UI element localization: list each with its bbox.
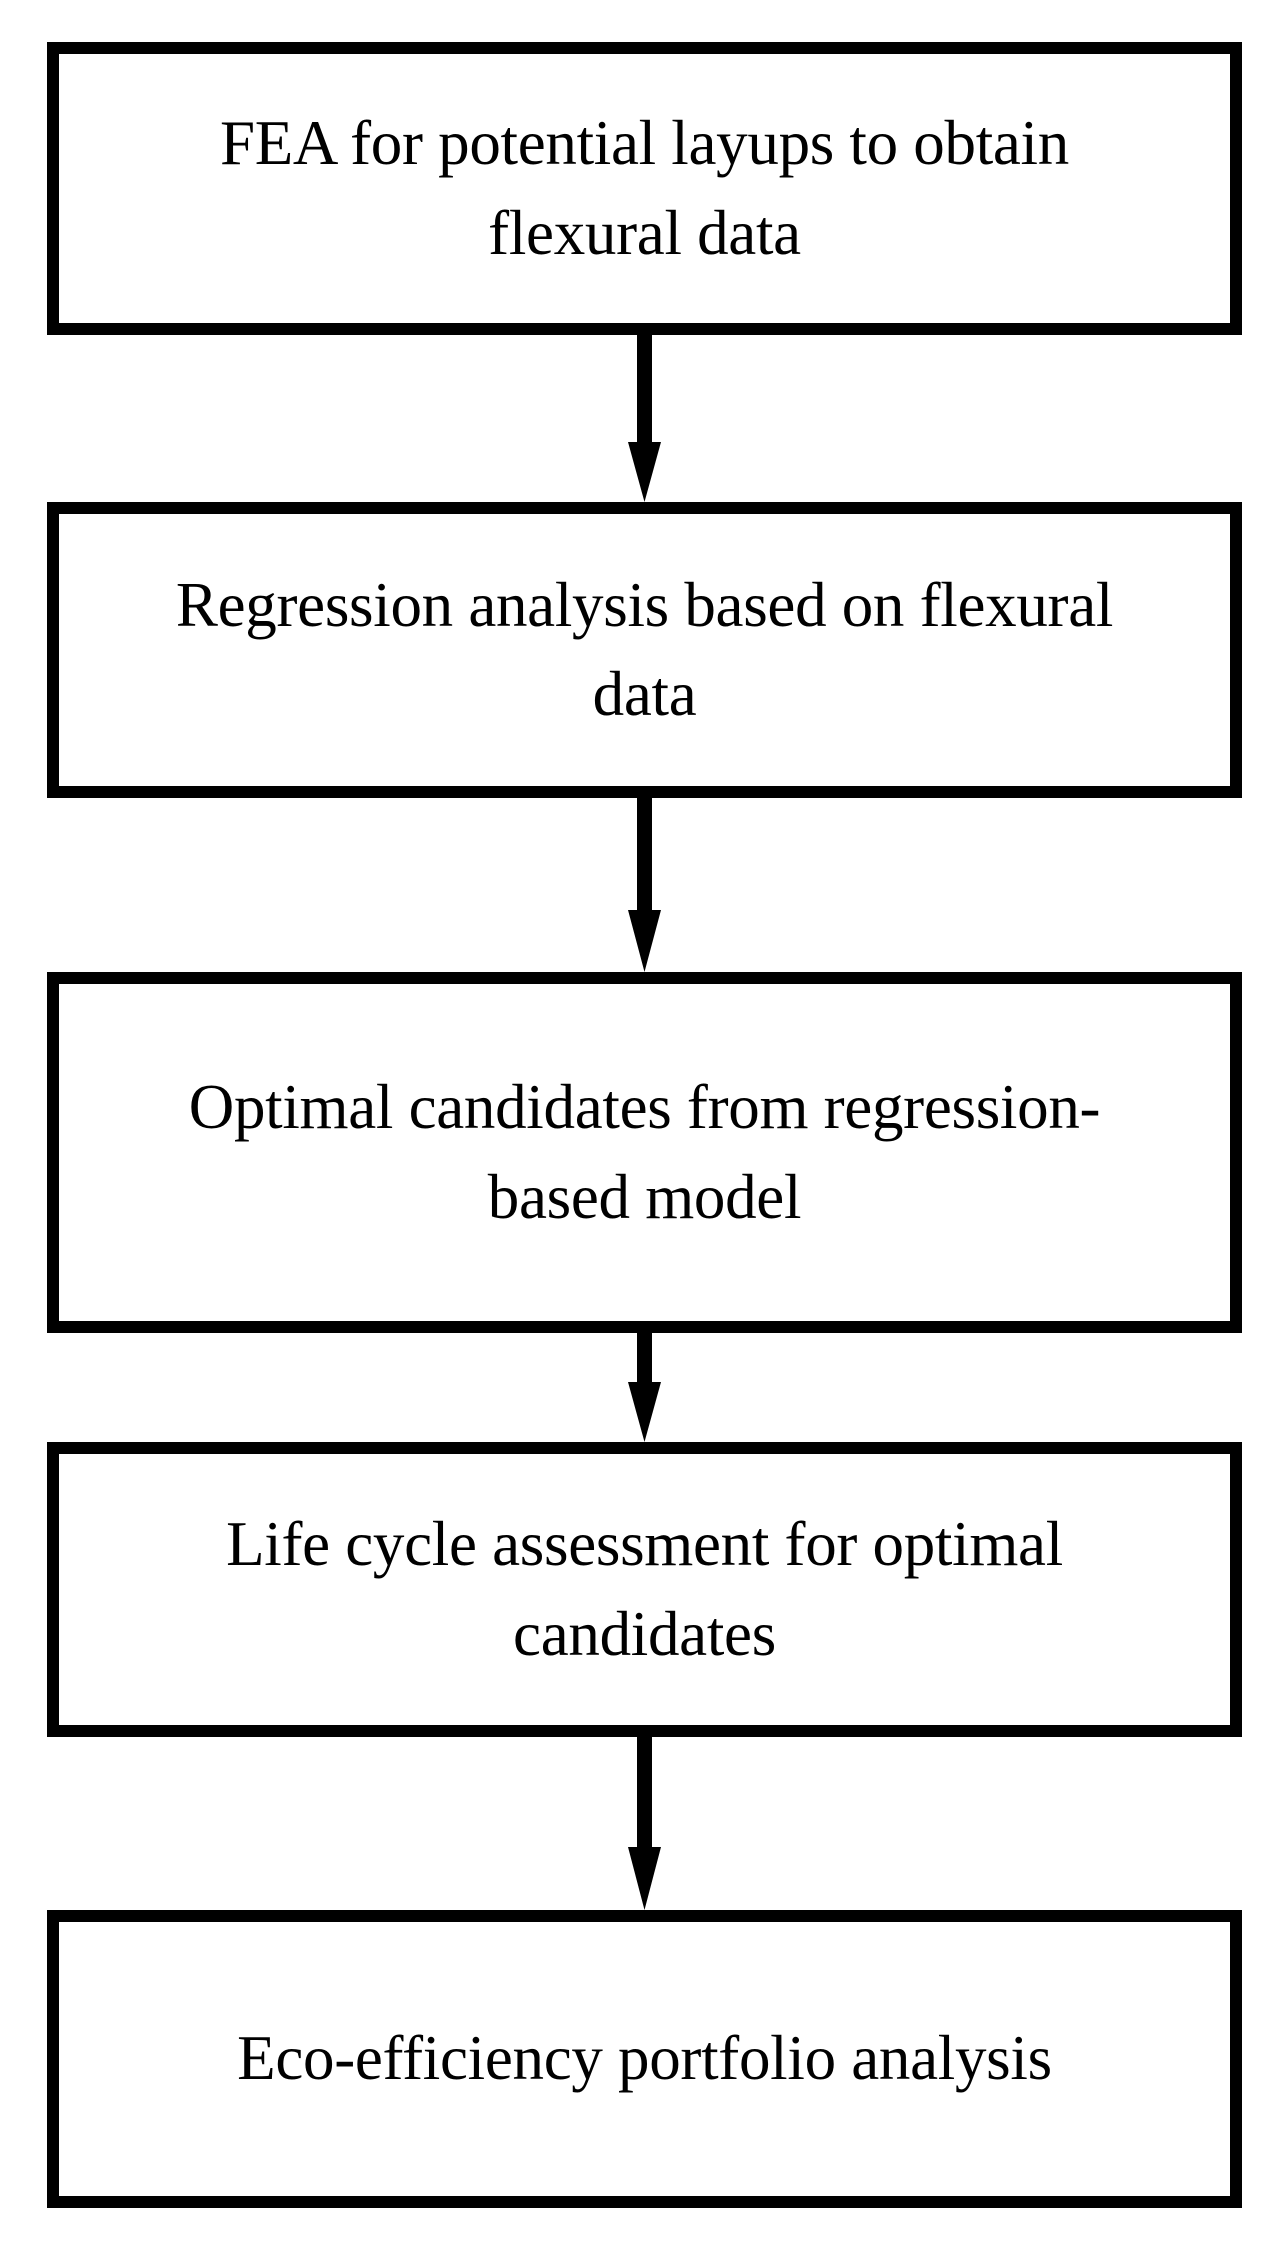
flowchart-arrow-4 bbox=[0, 1736, 1285, 1912]
flowchart-node-4: Life cycle assessment for optimal candid… bbox=[47, 1442, 1242, 1737]
flowchart-node-1-label: FEA for potential layups to obtain flexu… bbox=[220, 108, 1069, 268]
flowchart-node-5-label: Eco-efficiency portfolio analysis bbox=[237, 2023, 1052, 2094]
flowchart-arrow-1 bbox=[0, 334, 1285, 504]
flowchart-node-4-label: Life cycle assessment for optimal candid… bbox=[226, 1509, 1063, 1669]
flowchart-arrow-3 bbox=[0, 1332, 1285, 1444]
flowchart-arrow-2 bbox=[0, 797, 1285, 974]
flowchart-node-2: Regression analysis based on flexural da… bbox=[47, 502, 1242, 798]
flowchart-node-3: Optimal candidates from regression-based… bbox=[47, 972, 1242, 1333]
flowchart-node-5: Eco-efficiency portfolio analysis bbox=[47, 1910, 1242, 2208]
flowchart-node-1: FEA for potential layups to obtain flexu… bbox=[47, 42, 1242, 335]
flowchart-node-3-label: Optimal candidates from regression-based… bbox=[188, 1072, 1101, 1232]
flowchart-node-2-label: Regression analysis based on flexural da… bbox=[175, 569, 1114, 729]
